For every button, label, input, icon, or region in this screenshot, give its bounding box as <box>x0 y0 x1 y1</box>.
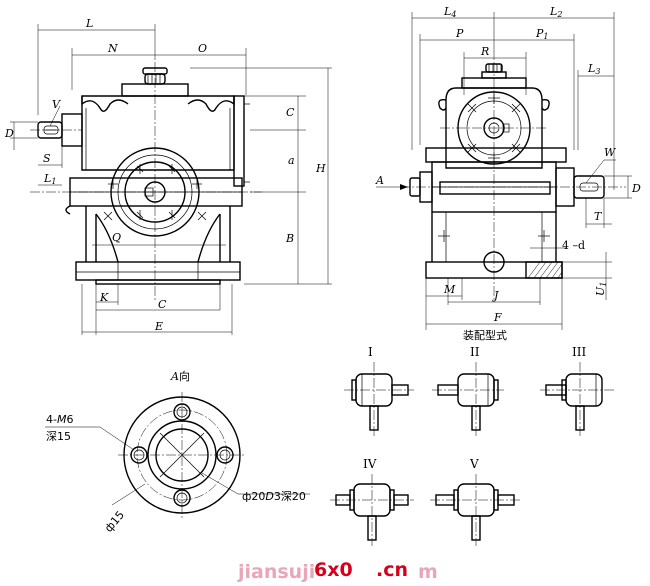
numeral-IV: IV <box>363 457 377 471</box>
dim-L2: L2 <box>549 5 562 19</box>
front-view: L N O D V S <box>4 17 332 335</box>
dim-holes: 4 –d <box>562 239 585 252</box>
bore-spec: ф20D3深20 <box>242 490 306 503</box>
dim-C-bottom: C <box>158 298 167 311</box>
flange-view: A向 4-M6 深15 ф15 ф20D3深20 <box>45 369 310 535</box>
assembly-type-I: I <box>344 345 414 436</box>
dim-L3: L3 <box>587 62 600 76</box>
dim-L4: L4 <box>443 5 456 19</box>
dim-Q: Q <box>112 231 121 244</box>
dim-M: M <box>443 283 456 296</box>
watermark-tail: m <box>418 561 438 583</box>
dim-O: O <box>198 42 207 55</box>
dim-W: W <box>604 146 617 159</box>
tap-spec-line2: 深15 <box>46 430 71 443</box>
assembly-types: I II III <box>330 345 614 546</box>
dim-T: T <box>594 210 603 223</box>
assembly-type-IV: IV <box>330 457 414 546</box>
dim-a: a <box>288 154 295 167</box>
dim-A: A <box>375 174 384 187</box>
numeral-V: V <box>469 457 479 471</box>
numeral-II: II <box>470 345 480 359</box>
assembly-type-V: V <box>430 457 520 546</box>
bolt-circle-label: ф15 <box>102 508 127 534</box>
dim-D-side: D <box>631 182 641 195</box>
flange-title: A向 <box>170 369 190 383</box>
dim-P1: P1 <box>535 27 549 41</box>
dim-K: K <box>99 291 109 304</box>
dim-P: P <box>455 27 464 40</box>
watermark-left: jiansuji <box>237 561 315 583</box>
dim-F: F <box>493 311 502 324</box>
dim-J: J <box>492 289 499 302</box>
dim-H: H <box>315 162 326 175</box>
dim-B: B <box>285 232 294 245</box>
assembly-caption: 装配型式 <box>463 328 507 342</box>
dim-L: L <box>85 17 93 30</box>
dim-L1: L1 <box>43 172 56 186</box>
numeral-III: III <box>572 345 586 359</box>
dim-R: R <box>480 45 489 58</box>
dim-N: N <box>107 42 118 55</box>
dim-C-right: C <box>286 106 295 119</box>
assembly-type-II: II <box>432 345 504 436</box>
dim-U1: U1 <box>594 282 608 296</box>
assembly-type-III: III <box>540 345 614 436</box>
dim-D-front: D <box>4 127 14 140</box>
watermark-dot-cn: .cn <box>376 559 408 581</box>
dim-E: E <box>154 320 163 333</box>
side-view: L4 L2 P P1 R L3 <box>375 5 641 342</box>
dim-S: S <box>43 152 51 165</box>
numeral-I: I <box>368 345 373 359</box>
watermark: jiansuji 6x0 .cn m <box>237 559 438 583</box>
dim-V: V <box>52 98 61 111</box>
tap-spec-line1: 4-M6 <box>46 413 73 426</box>
watermark-mid: 6x0 <box>314 559 353 581</box>
